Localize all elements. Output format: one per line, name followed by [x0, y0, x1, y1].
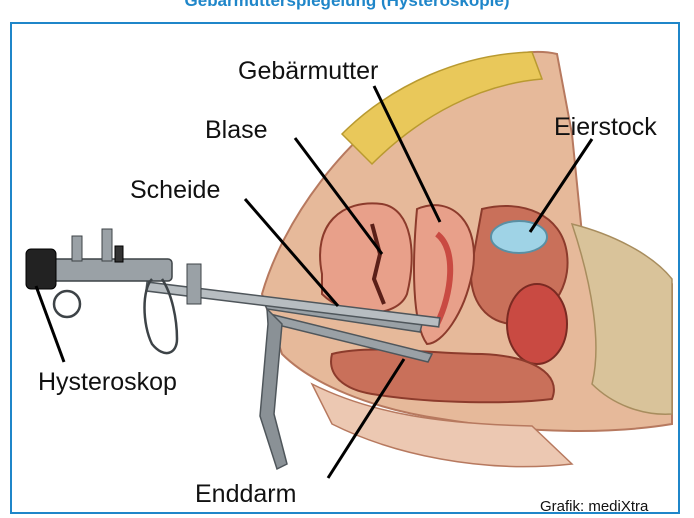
hysteroscope-port-2 — [102, 229, 112, 261]
hysteroscope-port-3 — [115, 246, 123, 262]
bladder — [320, 203, 412, 312]
hysteroscope-port-1 — [72, 236, 82, 261]
hysteroscope-eyepiece — [26, 249, 56, 289]
bowel-loop-2 — [507, 284, 567, 364]
hysteroscope-ring — [54, 291, 80, 317]
label-hysteroscope: Hysteroskop — [38, 368, 177, 397]
anatomy-illustration — [12, 24, 680, 514]
hysteroscope-body — [52, 259, 172, 281]
hysteroscope-valve — [187, 264, 201, 304]
image-credit: Grafik: mediXtra — [540, 498, 648, 514]
label-ovary: Eierstock — [554, 113, 657, 142]
leader-hysteroscope — [36, 286, 64, 362]
label-uterus: Gebärmutter — [238, 57, 378, 86]
ovary — [491, 221, 547, 253]
page-title: Gebärmutterspiegelung (Hysteroskopie) — [0, 0, 694, 11]
header-bar: Gebärmutterspiegelung (Hysteroskopie) — [0, 0, 694, 20]
illustration-frame: Gebärmutter Blase Eierstock Scheide Hyst… — [10, 22, 680, 514]
label-rectum: Enddarm — [195, 480, 296, 509]
label-vagina: Scheide — [130, 176, 220, 205]
label-bladder: Blase — [205, 116, 268, 145]
